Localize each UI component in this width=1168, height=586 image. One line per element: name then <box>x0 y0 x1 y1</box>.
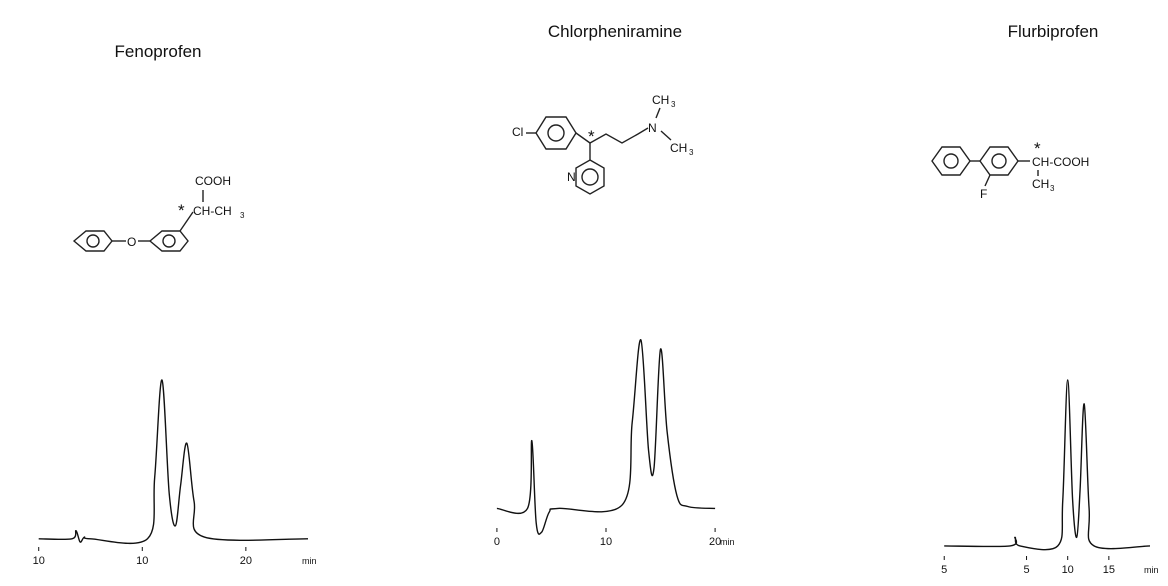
propyl-chain <box>589 127 649 144</box>
x-tick-label: 5 <box>1023 564 1029 576</box>
ch-ch3-label: CH-CH <box>193 204 232 218</box>
chromatogram-trace <box>496 339 716 535</box>
phenyl-ring <box>72 230 113 252</box>
ring-aromatic-circle <box>943 153 959 169</box>
x-tick-label: 10 <box>136 555 148 567</box>
ch3-subscript: 3 <box>240 211 245 220</box>
bond-ring-fluorine <box>984 174 991 187</box>
chiral-center-marker: * <box>1034 139 1041 158</box>
x-tick-label: 10 <box>600 536 612 548</box>
phenylene-ring <box>148 230 189 252</box>
chromatogram-trace <box>38 379 309 545</box>
cooh-label: COOH <box>195 174 231 188</box>
panel-chlorpheniramine: Chlorpheniramine Cl * N CH 3 CH 3 N 0 10 2… <box>460 0 790 586</box>
panel-flurbiprofen: Flurbiprofen F * CH-COOH CH 3 5 5 10 15 min <box>920 0 1168 586</box>
x-tick-label: 20 <box>240 555 252 567</box>
x-tick-label: 10 <box>1062 564 1074 576</box>
ring-aromatic-circle <box>581 168 599 186</box>
fluorophenyl-ring <box>979 146 1019 176</box>
chiral-center-marker: * <box>588 127 595 146</box>
pyridine-nitrogen-label: N <box>567 170 576 184</box>
panel-fenoprofen: Fenoprofen O * CH-CH 3 COOH 10 10 20 min <box>0 0 330 586</box>
x-axis-unit-label: min <box>1144 565 1159 575</box>
methyl-bottom-subscript: 3 <box>689 148 694 157</box>
pyridine-ring <box>575 159 605 195</box>
x-axis-unit-label: min <box>720 537 735 547</box>
chlorine-atom-label: Cl <box>512 125 523 139</box>
chiral-center-marker: * <box>178 201 185 220</box>
ch-cooh-label: CH-COOH <box>1032 155 1089 169</box>
ring-aromatic-circle <box>991 153 1007 169</box>
structure-chlorpheniramine: Cl * N CH 3 CH 3 N <box>512 93 694 195</box>
bond-ring-ch <box>575 132 591 144</box>
chromatogram-flurbiprofen: 5 5 10 15 min <box>941 379 1159 576</box>
chart-title-flurbiprofen: Flurbiprofen <box>1007 22 1099 41</box>
chart-title-chlorpheniramine: Chlorpheniramine <box>547 22 683 41</box>
chart-title-fenoprofen: Fenoprofen <box>114 42 202 61</box>
x-tick-label: 5 <box>941 564 947 576</box>
methyl-top-label: CH <box>652 93 669 107</box>
x-tick-label: 15 <box>1103 564 1115 576</box>
oxygen-atom-label: O <box>127 235 136 249</box>
x-tick-label: 10 <box>33 555 45 567</box>
x-axis-unit-label: min <box>302 556 317 566</box>
x-tick-label: 0 <box>494 536 500 548</box>
chlorophenyl-ring <box>535 116 577 150</box>
phenyl-ring <box>931 146 971 176</box>
methyl-subscript: 3 <box>1050 184 1055 193</box>
chromatogram-fenoprofen: 10 10 20 min <box>33 379 317 567</box>
ring-aromatic-circle <box>162 234 176 248</box>
x-tick-label: 20 <box>709 536 721 548</box>
methyl-bottom-label: CH <box>670 141 687 155</box>
ring-aromatic-circle <box>86 234 100 248</box>
methyl-label: CH <box>1032 177 1049 191</box>
chromatogram-trace <box>944 379 1151 551</box>
bond-ring-ch <box>179 211 194 232</box>
structure-fenoprofen: O * CH-CH 3 COOH <box>72 174 245 252</box>
bond-n-methyl-bottom <box>660 130 672 141</box>
ring-aromatic-circle <box>547 124 565 142</box>
bond-n-methyl-top <box>655 107 661 119</box>
fluorine-atom-label: F <box>980 187 987 201</box>
nitrogen-atom-label: N <box>648 121 657 135</box>
methyl-top-subscript: 3 <box>671 100 676 109</box>
structure-flurbiprofen: F * CH-COOH CH 3 <box>931 139 1089 201</box>
